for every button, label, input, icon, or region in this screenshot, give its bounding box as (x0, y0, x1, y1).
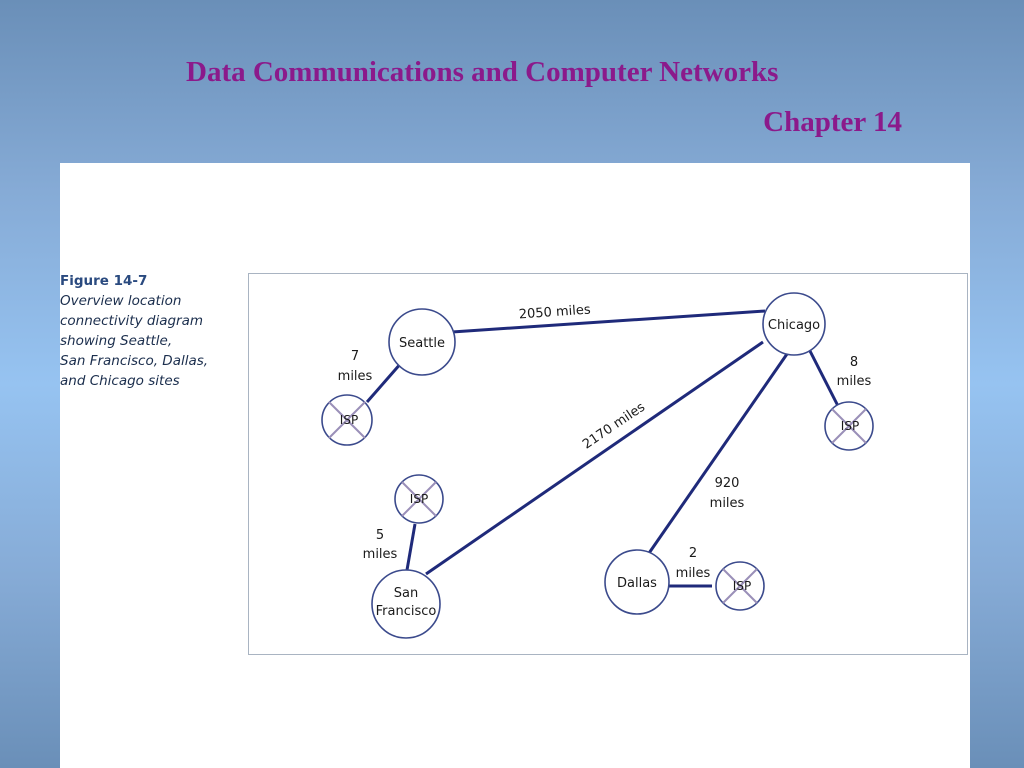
node-chicago (762, 292, 826, 356)
distance-seattle-isp-unit: miles (338, 369, 373, 384)
label-isp-chicago: ISP (841, 419, 859, 433)
isp-node-dallas (715, 561, 765, 611)
label-san-francisco-line1: San (394, 586, 418, 601)
figure-caption: Figure 14-7 Overview location connectivi… (60, 271, 240, 391)
distance-chicago-dallas-value: 920 (715, 476, 740, 491)
isp-node-san-francisco (394, 474, 444, 524)
link-san-francisco-isp (405, 523, 417, 571)
distance-chicago-dallas-unit: miles (710, 496, 745, 511)
link-chicago-isp (808, 350, 840, 407)
slide-subtitle: Chapter 14 (763, 106, 902, 138)
label-chicago: Chicago (768, 318, 820, 333)
link-chicago-san-francisco (425, 340, 764, 576)
link-seattle-isp (365, 361, 404, 403)
distance-dallas-isp-unit: miles (676, 566, 711, 581)
label-dallas: Dallas (617, 576, 657, 591)
figure-panel: Figure 14-7 Overview location connectivi… (60, 163, 970, 768)
figure-label: Figure 14-7 (60, 273, 148, 289)
link-chicago-dallas (645, 353, 789, 557)
distance-san-francisco-isp-unit: miles (363, 547, 398, 562)
node-dallas (604, 549, 670, 615)
distance-seattle-chicago: 2050 miles (518, 303, 591, 323)
node-seattle (388, 308, 456, 376)
distance-seattle-isp-value: 7 (351, 349, 359, 364)
isp-node-chicago (824, 401, 874, 451)
isp-node-seattle (321, 394, 373, 446)
label-san-francisco-line2: Francisco (376, 604, 437, 619)
label-isp-dallas: ISP (733, 579, 751, 593)
link-seattle-chicago (451, 309, 766, 334)
label-seattle: Seattle (399, 336, 445, 351)
distance-chicago-isp-value: 8 (850, 355, 858, 370)
connectivity-diagram: Seattle Chicago San Francisco Dallas ISP… (321, 292, 874, 639)
figure-caption-text: Overview location connectivity diagram s… (60, 293, 209, 389)
label-isp-san-francisco: ISP (410, 492, 428, 506)
slide-title: Data Communications and Computer Network… (186, 56, 779, 88)
label-isp-seattle: ISP (340, 413, 358, 427)
node-san-francisco (371, 569, 441, 639)
diagram-frame: Seattle Chicago San Francisco Dallas ISP… (248, 273, 968, 655)
distance-dallas-isp-value: 2 (689, 546, 697, 561)
distance-san-francisco-isp-value: 5 (376, 528, 384, 543)
distance-chicago-isp-unit: miles (837, 374, 872, 389)
